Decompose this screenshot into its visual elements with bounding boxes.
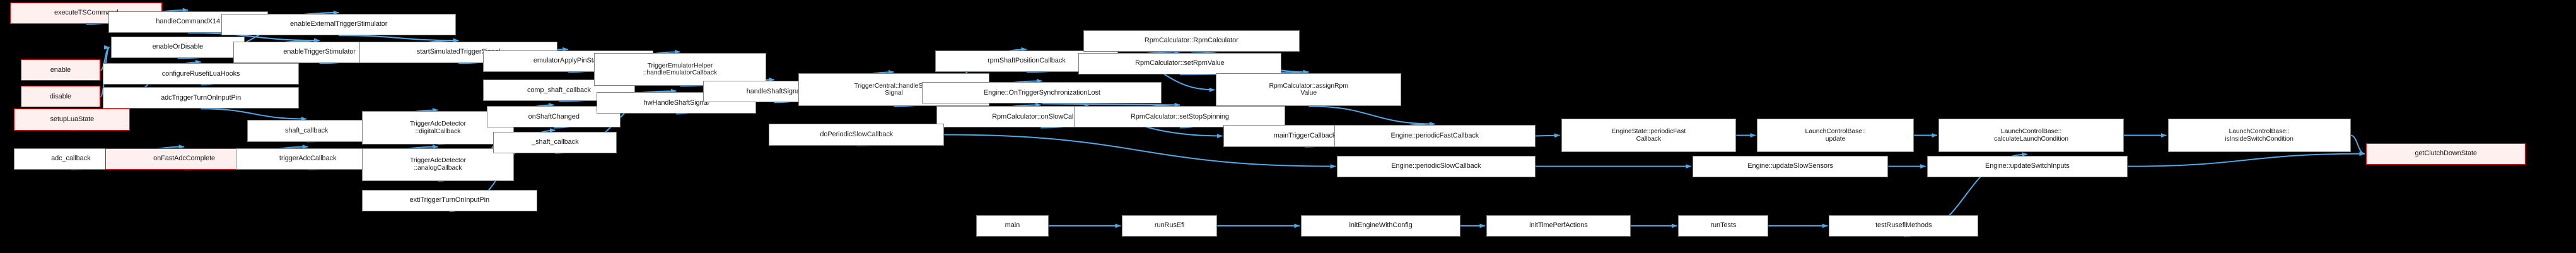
graph-node-launchcontrolbase-update[interactable]: LaunchControlBase:: update [1756,119,1915,152]
graph-node-engine-ontriggersynchronizationlost[interactable]: Engine::OnTriggerSynchronizationLost [922,82,1162,104]
graph-node-inittimeperfactions[interactable]: initTimePerfActions [1486,215,1631,237]
graph-edge [1308,105,1435,126]
graph-node-engine-periodicslowcallback[interactable]: Engine::periodicSlowCallback [1337,155,1536,177]
graph-node-engine-updateslowsensors[interactable]: Engine::updateSlowSensors [1692,155,1889,177]
graph-node-setupluastate[interactable]: setupLuaState [14,109,131,131]
graph-node-triggeradcdetector-analogcallback[interactable]: TriggerAdcDetector ::analogCallback [361,148,514,181]
graph-node-rpmcalculator-rpmcalculator[interactable]: RpmCalculator::RpmCalculator [1083,30,1300,52]
graph-node-doperiodicslowcallback[interactable]: doPeriodicSlowCallback [769,124,945,146]
graph-node-launchcontrolbase-isinsideswitchcondition[interactable]: LaunchControlBase:: isInsideSwitchCondit… [2167,119,2351,152]
graph-node-main[interactable]: main [976,215,1049,237]
graph-node-engine-updateswitchinputs[interactable]: Engine::updateSwitchInputs [1926,155,2128,177]
graph-node-rpmcalculator-setstopspinning[interactable]: RpmCalculator::setStopSpinning [1074,106,1286,128]
graph-edge [2350,134,2365,156]
graph-node-testrusefimethods[interactable]: testRusefiMethods [1829,215,1979,237]
graph-edge [1042,102,1180,107]
graph-node-disable[interactable]: disable [20,86,101,108]
graph-node-enableexternaltriggerstimulator[interactable]: enableExternalTriggerStimulator [221,14,457,36]
graph-node-configurerusefiluahooks[interactable]: configureRusefiLuaHooks [103,63,299,85]
graph-node-adctriggerturnoninputpin[interactable]: adcTriggerTurnOnInputPin [103,87,299,109]
graph-edge [339,35,459,43]
graph-node-getclutchdownstate[interactable]: getClutchDownState [2366,143,2526,165]
graph-node-launchcontrolbase-calculatelaunchcondition[interactable]: LaunchControlBase:: calculateLaunchCondi… [1938,119,2124,152]
graph-node-initenginewithconfig[interactable]: initEngineWithConfig [1300,215,1461,237]
graph-node-runtests[interactable]: runTests [1678,215,1769,237]
graph-node-engine-periodicfastcallback[interactable]: Engine::periodicFastCallback [1334,125,1536,147]
graph-node-enable[interactable]: enable [20,59,101,81]
graph-node-runrusefi[interactable]: runRusEfi [1122,215,1218,237]
graph-node-rpmcalculator-assignrpmvalue[interactable]: RpmCalculator::assignRpm Value [1216,73,1402,107]
graph-node-enginestate-periodicfastcallback[interactable]: EngineState::periodicFast Callback [1561,119,1737,152]
graph-node-triggeradccallback[interactable]: triggerAdcCallback [235,148,380,170]
graph-node-enableordisable[interactable]: enableOrDisable [110,37,245,59]
graph-node-rpmcalculator-setrpmvalue[interactable]: RpmCalculator::setRpmValue [1078,53,1282,75]
graph-node--shaft-callback[interactable]: _shaft_callback [493,131,617,153]
graph-edge [201,108,307,121]
graph-node-shaft-callback[interactable]: shaft_callback [247,120,366,142]
graph-node-extitriggerturnoninputpin[interactable]: extiTriggerTurnOnInputPin [361,189,537,211]
graph-edge [2128,151,2365,167]
